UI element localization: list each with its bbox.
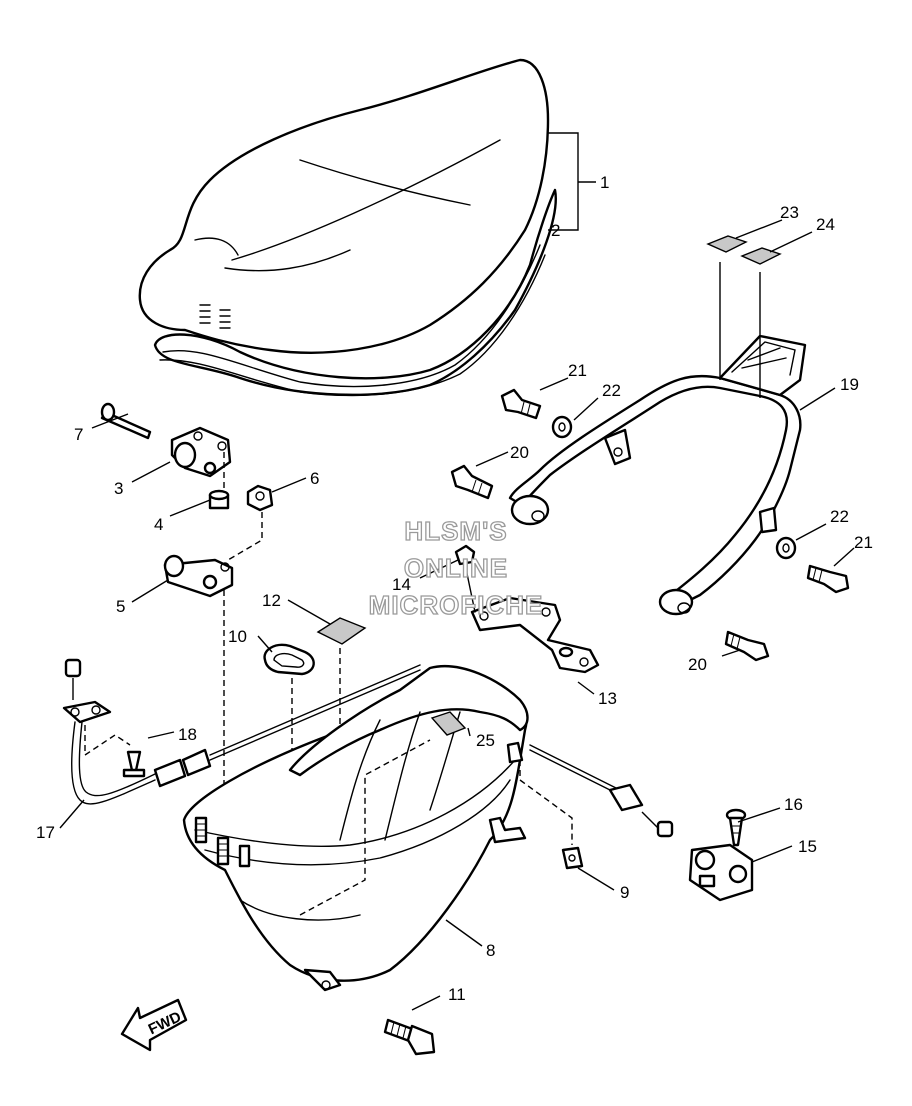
callout-22-lower[interactable]: 22 bbox=[830, 507, 849, 526]
callout-7[interactable]: 7 bbox=[74, 425, 83, 444]
leader-lines bbox=[59, 219, 855, 1011]
callout-20-front[interactable]: 20 bbox=[510, 443, 529, 462]
hinge-nut[interactable] bbox=[246, 484, 274, 512]
storage-box-label[interactable] bbox=[430, 711, 467, 736]
callout-12[interactable]: 12 bbox=[262, 591, 281, 610]
seat-assembly[interactable] bbox=[138, 58, 596, 397]
callout-5[interactable]: 5 bbox=[116, 597, 125, 616]
stay-bracket[interactable] bbox=[470, 596, 600, 674]
callout-labels: 1 2 3 4 5 6 7 8 9 10 11 12 13 14 15 16 1… bbox=[36, 173, 873, 1004]
callout-21-upper[interactable]: 21 bbox=[568, 361, 587, 380]
carrier-washer-upper[interactable] bbox=[551, 415, 573, 439]
hinge-bolt[interactable] bbox=[100, 402, 152, 440]
rack-pad-left[interactable] bbox=[706, 235, 748, 253]
watermark: HLSM'S ONLINE MICROFICHE bbox=[368, 515, 544, 620]
rubber-grommet[interactable] bbox=[263, 643, 315, 676]
carrier-bolt-upper[interactable] bbox=[500, 388, 542, 420]
svg-text:ONLINE: ONLINE bbox=[404, 553, 508, 583]
carrier-bolt-rear[interactable] bbox=[724, 630, 770, 662]
callout-15[interactable]: 15 bbox=[798, 837, 817, 856]
carrier-bolt-front[interactable] bbox=[450, 464, 494, 500]
callout-8[interactable]: 8 bbox=[486, 941, 495, 960]
callout-24[interactable]: 24 bbox=[816, 215, 835, 234]
callout-18[interactable]: 18 bbox=[178, 725, 197, 744]
storage-box[interactable] bbox=[182, 665, 529, 992]
callout-14[interactable]: 14 bbox=[392, 575, 411, 594]
callout-9[interactable]: 9 bbox=[620, 883, 629, 902]
seat-hinge-upper[interactable] bbox=[170, 426, 232, 478]
callout-17[interactable]: 17 bbox=[36, 823, 55, 842]
callout-19[interactable]: 19 bbox=[840, 375, 859, 394]
damper-pad[interactable] bbox=[316, 617, 367, 645]
tapping-screw[interactable] bbox=[122, 750, 146, 778]
callout-11[interactable]: 11 bbox=[448, 985, 466, 1004]
callout-1[interactable]: 1 bbox=[600, 173, 609, 192]
callout-20-rear[interactable]: 20 bbox=[688, 655, 707, 674]
rear-carrier[interactable] bbox=[508, 334, 807, 616]
flange-bolt[interactable] bbox=[383, 1018, 436, 1056]
callout-25[interactable]: 25 bbox=[476, 731, 495, 750]
seat-lock-cable[interactable] bbox=[62, 658, 674, 838]
callout-22-upper[interactable]: 22 bbox=[602, 381, 621, 400]
svg-text:MICROFICHE: MICROFICHE bbox=[369, 590, 544, 620]
callout-6[interactable]: 6 bbox=[310, 469, 319, 488]
callout-4[interactable]: 4 bbox=[154, 515, 163, 534]
callout-16[interactable]: 16 bbox=[784, 795, 803, 814]
callout-23[interactable]: 23 bbox=[780, 203, 799, 222]
callout-10[interactable]: 10 bbox=[228, 627, 247, 646]
callout-13[interactable]: 13 bbox=[598, 689, 617, 708]
seat-bolt-icon bbox=[199, 304, 231, 329]
svg-text:HLSM'S: HLSM'S bbox=[404, 516, 507, 546]
hinge-collar[interactable] bbox=[208, 489, 230, 510]
cable-clip[interactable] bbox=[561, 846, 584, 870]
seat-hinge-lower[interactable] bbox=[163, 554, 234, 598]
stay-bolt[interactable] bbox=[454, 544, 476, 613]
callout-2[interactable]: 2 bbox=[551, 221, 560, 240]
carrier-bolt-lower[interactable] bbox=[806, 564, 850, 594]
fwd-arrow-icon: FWD bbox=[120, 998, 188, 1052]
callout-3[interactable]: 3 bbox=[114, 479, 123, 498]
lock-screw[interactable] bbox=[725, 808, 747, 847]
carrier-washer-lower[interactable] bbox=[775, 536, 797, 560]
seat-lock-assembly[interactable] bbox=[688, 843, 754, 902]
callout-21-lower[interactable]: 21 bbox=[854, 533, 873, 552]
